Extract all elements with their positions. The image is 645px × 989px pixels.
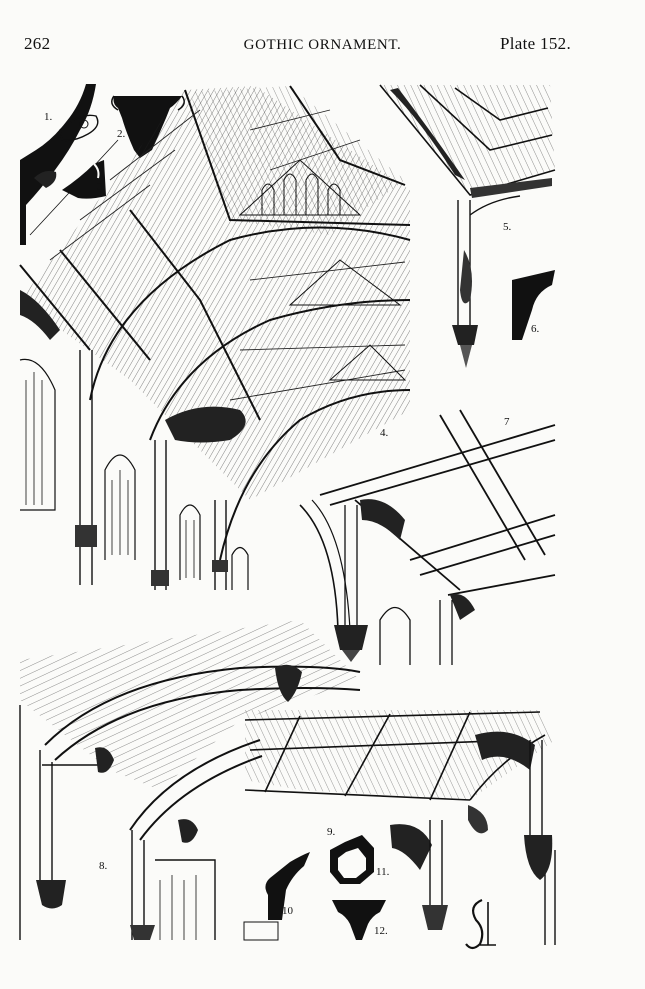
monogram-mark xyxy=(465,898,496,950)
figure-6-moulding-section xyxy=(512,270,555,340)
figure-label: 3. xyxy=(97,181,106,193)
figure-11-octagonal-section xyxy=(330,835,374,884)
figure-label: 11. xyxy=(376,866,390,878)
figure-4-vaulted-roof xyxy=(19,85,411,590)
figure-label: 5. xyxy=(503,221,512,233)
page-number: 262 xyxy=(24,34,51,53)
plate-label: Plate 152. xyxy=(500,34,571,53)
figure-labels: 1. 2. 3. 4. 5. 6. 7 8. 9. 10 11. 12. xyxy=(44,111,540,937)
running-title: GOTHIC ORNAMENT. xyxy=(243,37,402,53)
figure-9-panelled-ceiling xyxy=(244,710,556,945)
figure-label: 2. xyxy=(117,128,126,140)
figure-label: 1. xyxy=(44,111,53,123)
figure-label: 10 xyxy=(282,905,294,917)
figure-8-arched-roof xyxy=(19,620,361,940)
figure-10-bracket-profile xyxy=(243,852,310,941)
figure-label: 4. xyxy=(380,427,389,439)
figure-label: 7 xyxy=(504,416,510,428)
figure-label: 9. xyxy=(327,826,336,838)
figure-5-ceiling-bracket xyxy=(379,84,556,368)
figure-label: 12. xyxy=(374,925,388,937)
figure-12-moulding-section xyxy=(332,900,386,940)
figure-label: 6. xyxy=(531,323,540,335)
figure-7-open-roof xyxy=(299,409,556,665)
figure-3-moulding-section xyxy=(62,160,106,199)
figure-label: 8. xyxy=(99,860,108,872)
